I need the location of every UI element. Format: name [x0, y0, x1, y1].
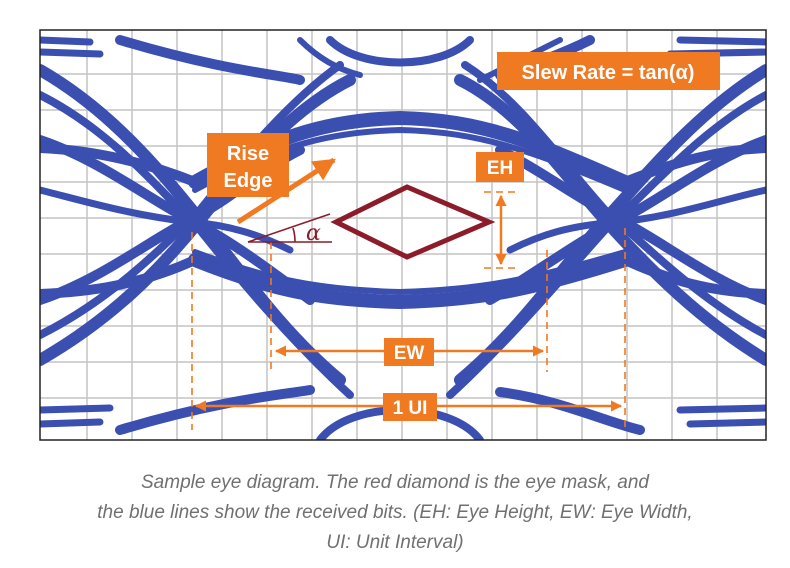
- rise-edge-text-line1: Rise: [227, 143, 269, 165]
- eye-diagram: α Slew Rate = tan(α) Rise Edge EH EW 1 U…: [39, 29, 767, 441]
- eye-height-label: EH: [476, 152, 524, 182]
- rise-edge-label: Rise Edge: [207, 133, 289, 197]
- alpha-angle-marker: [247, 213, 332, 243]
- alpha-label: α: [306, 221, 321, 246]
- eye-traces: [40, 35, 766, 440]
- slew-rate-text: Slew Rate = tan(α): [522, 62, 695, 84]
- unit-interval-text: 1 UI: [393, 398, 428, 419]
- rise-edge-text-line2: Edge: [224, 170, 273, 192]
- plot-border: [39, 29, 767, 441]
- caption-line-3: UI: Unit Interval): [326, 532, 464, 553]
- unit-interval-label: 1 UI: [383, 393, 437, 421]
- eye-width-text: EW: [394, 343, 425, 364]
- dashed-reference-lines: [191, 191, 626, 430]
- eye-mask-diamond: [330, 184, 496, 260]
- caption-line-2: the blue lines show the received bits. (…: [97, 502, 693, 523]
- slew-rate-label: Slew Rate = tan(α): [497, 52, 720, 90]
- eye-height-text: EH: [487, 158, 513, 179]
- eye-width-label: EW: [384, 338, 434, 366]
- figure-caption: Sample eye diagram. The red diamond is t…: [20, 468, 770, 558]
- eye-plot-area: [40, 30, 766, 440]
- caption-line-1: Sample eye diagram. The red diamond is t…: [141, 472, 649, 493]
